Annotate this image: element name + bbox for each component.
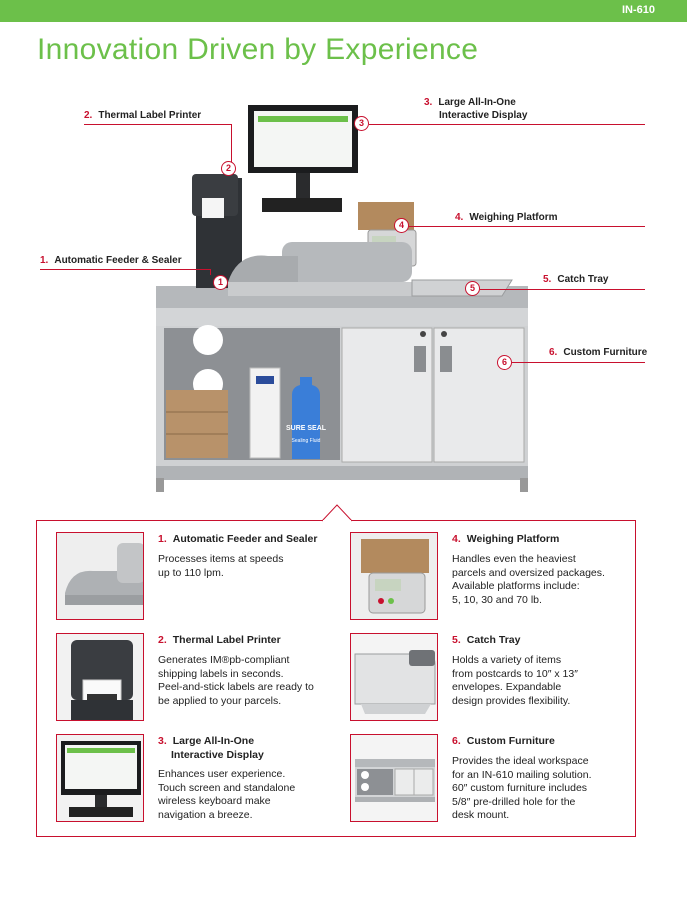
feature-description: Handles even the heaviest parcels and ov… <box>452 553 605 606</box>
catch-tray <box>411 279 513 297</box>
bottle-label: SURE SEAL <box>286 425 327 432</box>
feature-title-line2: Interactive Display <box>171 749 264 761</box>
feature-title: Weighing Platform <box>466 533 560 545</box>
feature-description: Provides the ideal workspace for an IN-6… <box>452 755 592 821</box>
door-handle <box>440 346 452 372</box>
cabinet-leg <box>520 478 528 492</box>
callout-badge-4: 4 <box>394 218 409 233</box>
callout-display: 3.Large All-In-One Interactive Display <box>424 97 528 121</box>
feature-description: Enhances user experience. Touch screen a… <box>158 768 296 821</box>
header-bar: IN-610 <box>0 0 687 22</box>
printer-label <box>202 198 224 218</box>
callout-badge-2: 2 <box>221 161 236 176</box>
page-title: Innovation Driven by Experience <box>37 33 479 66</box>
model-number: IN-610 <box>621 4 655 16</box>
feeder-sealer-thumbnail <box>56 532 144 620</box>
keyboard <box>262 198 342 212</box>
callout-weighing-platform: 4.Weighing Platform <box>455 212 558 223</box>
leader-line <box>40 269 210 270</box>
cable-hole <box>193 325 223 355</box>
leader-line <box>480 289 645 290</box>
bottle-sublabel: Sealing Fluid <box>292 438 321 444</box>
callout-badge-6: 6 <box>497 355 512 370</box>
leader-line <box>231 124 232 162</box>
cabinet-base <box>156 466 528 480</box>
callout-badge-3: 3 <box>354 116 369 131</box>
leader-line <box>84 124 231 125</box>
feature-description: Holds a variety of items from postcards … <box>452 654 578 707</box>
thermal-printer-thumbnail <box>56 633 144 721</box>
mailing-system-illustration: SURE SEAL Sealing Fluid <box>156 105 528 492</box>
door-lock <box>420 331 426 337</box>
feature-title: Custom Furniture <box>466 735 555 747</box>
leader-line <box>409 226 645 227</box>
feature-description: Generates IM®pb-compliant shipping label… <box>158 654 314 707</box>
panel-pointer <box>322 504 352 522</box>
leader-line <box>369 124 645 125</box>
mailing-machine <box>282 242 412 282</box>
leader-line <box>512 362 645 363</box>
feature-title: Automatic Feeder and Sealer <box>172 533 318 545</box>
feature-title: Catch Tray <box>466 634 521 646</box>
catch-tray-thumbnail <box>350 633 438 721</box>
callout-custom-furniture: 6.Custom Furniture <box>549 347 648 358</box>
weighing-platform-thumbnail <box>350 532 438 620</box>
feature-title: Thermal Label Printer <box>172 634 281 646</box>
cardboard-box <box>166 390 228 458</box>
automatic-feeder <box>228 255 298 286</box>
feature-title: Large All-In-One <box>172 735 255 747</box>
door-lock <box>441 331 447 337</box>
usps-logo <box>256 376 274 384</box>
door-handle <box>414 346 426 372</box>
monitor-arm <box>296 173 310 203</box>
leader-line <box>210 269 211 275</box>
callout-thermal-printer: 2.Thermal Label Printer <box>84 110 202 121</box>
sealing-fluid-bottle <box>292 377 320 459</box>
callout-badge-5: 5 <box>465 281 480 296</box>
envelope-box <box>249 367 281 459</box>
display-thumbnail <box>56 734 144 822</box>
callout-catch-tray: 5.Catch Tray <box>543 274 609 285</box>
callout-badge-1: 1 <box>213 275 228 290</box>
custom-furniture-thumbnail <box>350 734 438 822</box>
cabinet-leg <box>156 478 164 492</box>
cabinet-rim <box>156 308 528 326</box>
callout-feeder-sealer: 1.Automatic Feeder & Sealer <box>40 255 182 266</box>
feature-description: Processes items at speeds up to 110 lpm. <box>158 553 284 579</box>
